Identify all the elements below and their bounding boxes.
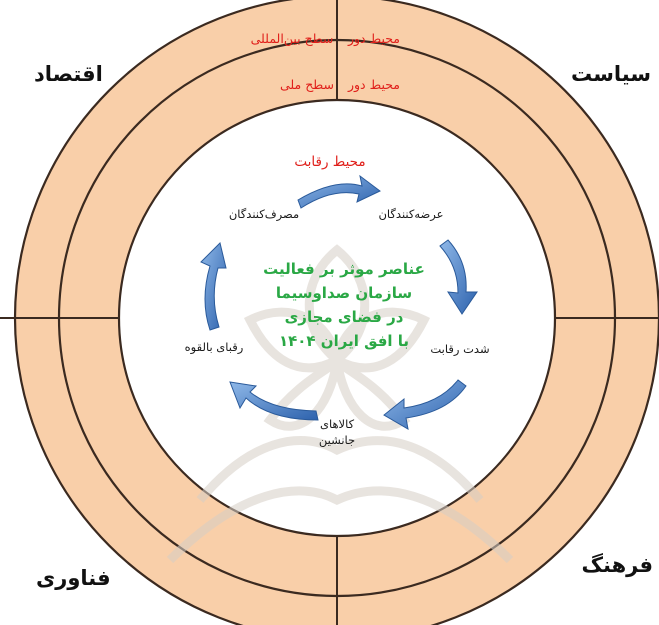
watermark-emblem <box>166 244 514 564</box>
corner-label-economy: اقتصاد <box>34 62 103 86</box>
cycle-arrows <box>200 174 478 430</box>
competition-environment-title: محیط رقابت <box>294 154 365 170</box>
center-title-line-4: با افق ایران ۱۴۰۴ <box>279 332 409 350</box>
arrow-bottom-left-icon <box>229 381 319 421</box>
corner-label-culture: فرهنگ <box>581 553 653 577</box>
node-potential-rivals: رقبای بالقوه <box>185 340 244 355</box>
corner-label-politics: سیاست <box>571 62 651 86</box>
center-title-line-3: در فضای مجازی <box>285 308 404 326</box>
node-rivalry: شدت رقابت <box>430 342 489 357</box>
center-title-line-2: سازمان صداوسیما <box>276 284 412 302</box>
outer-ring-label-right: سطح بین‌المللی <box>251 31 334 47</box>
arrow-right-icon <box>439 239 478 315</box>
arrow-bottom-right-icon <box>383 379 467 430</box>
node-substitutes-line1: کالاهای <box>320 417 355 431</box>
corner-label-technology: فناوری <box>36 566 111 590</box>
node-suppliers: عرضه‌کنندگان <box>378 207 443 222</box>
center-title-line-1: عناصر موثر بر فعالیت <box>263 260 425 278</box>
middle-ring-label-right: سطح ملی <box>280 77 334 92</box>
node-consumers: مصرف‌کنندگان <box>229 207 299 222</box>
outer-ring-label-left: محیط دور <box>347 31 400 47</box>
middle-ring-label-left: محیط دور <box>347 77 400 93</box>
arrow-top-icon <box>297 174 381 209</box>
arrow-left-icon <box>200 242 227 331</box>
node-substitutes-line2: جانشین <box>319 433 355 448</box>
